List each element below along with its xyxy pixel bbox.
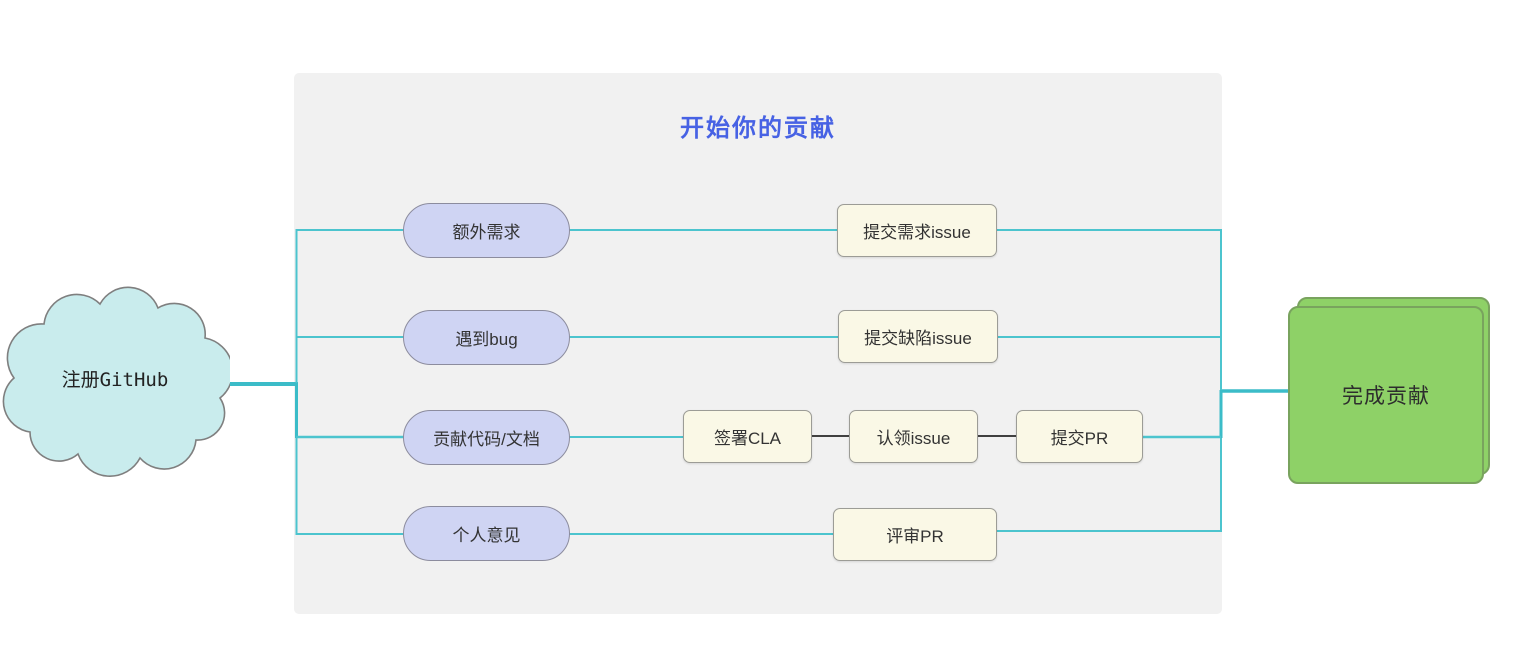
start-node-cloud[interactable]: 注册GitHub xyxy=(0,276,230,481)
branch-pill-label: 个人意见 xyxy=(452,526,521,545)
step-submit-defect-issue[interactable]: 提交缺陷issue xyxy=(838,310,998,363)
step-claim-issue[interactable]: 认领issue xyxy=(849,410,978,463)
step-label: 评审PR xyxy=(886,527,944,546)
step-submit-requirement-issue[interactable]: 提交需求issue xyxy=(837,204,997,257)
step-label: 提交PR xyxy=(1050,429,1109,448)
branch-pill-personal-opinion[interactable]: 个人意见 xyxy=(403,506,570,561)
step-label: 提交需求issue xyxy=(863,223,971,242)
end-node-label: 完成贡献 xyxy=(1342,385,1430,408)
branch-pill-encounter-bug[interactable]: 遇到bug xyxy=(403,310,570,365)
branch-pill-additional-requirement[interactable]: 额外需求 xyxy=(403,203,570,258)
branch-pill-label: 额外需求 xyxy=(452,223,521,242)
start-node-label: 注册GitHub xyxy=(61,369,169,391)
step-label: 提交缺陷issue xyxy=(864,329,972,348)
step-sign-cla[interactable]: 签署CLA xyxy=(683,410,812,463)
step-label: 签署CLA xyxy=(713,429,782,448)
step-review-pr[interactable]: 评审PR xyxy=(833,508,997,561)
cloud-shape-icon xyxy=(2,286,230,478)
panel-title: 开始你的贡献 xyxy=(680,115,836,142)
branch-pill-label: 遇到bug xyxy=(455,330,518,349)
branch-pill-label: 贡献代码/文档 xyxy=(433,430,540,449)
step-submit-pr[interactable]: 提交PR xyxy=(1016,410,1143,463)
end-node[interactable]: 完成贡献 xyxy=(1288,306,1484,484)
step-label: 认领issue xyxy=(876,429,951,448)
branch-pill-contribute-code-docs[interactable]: 贡献代码/文档 xyxy=(403,410,570,465)
